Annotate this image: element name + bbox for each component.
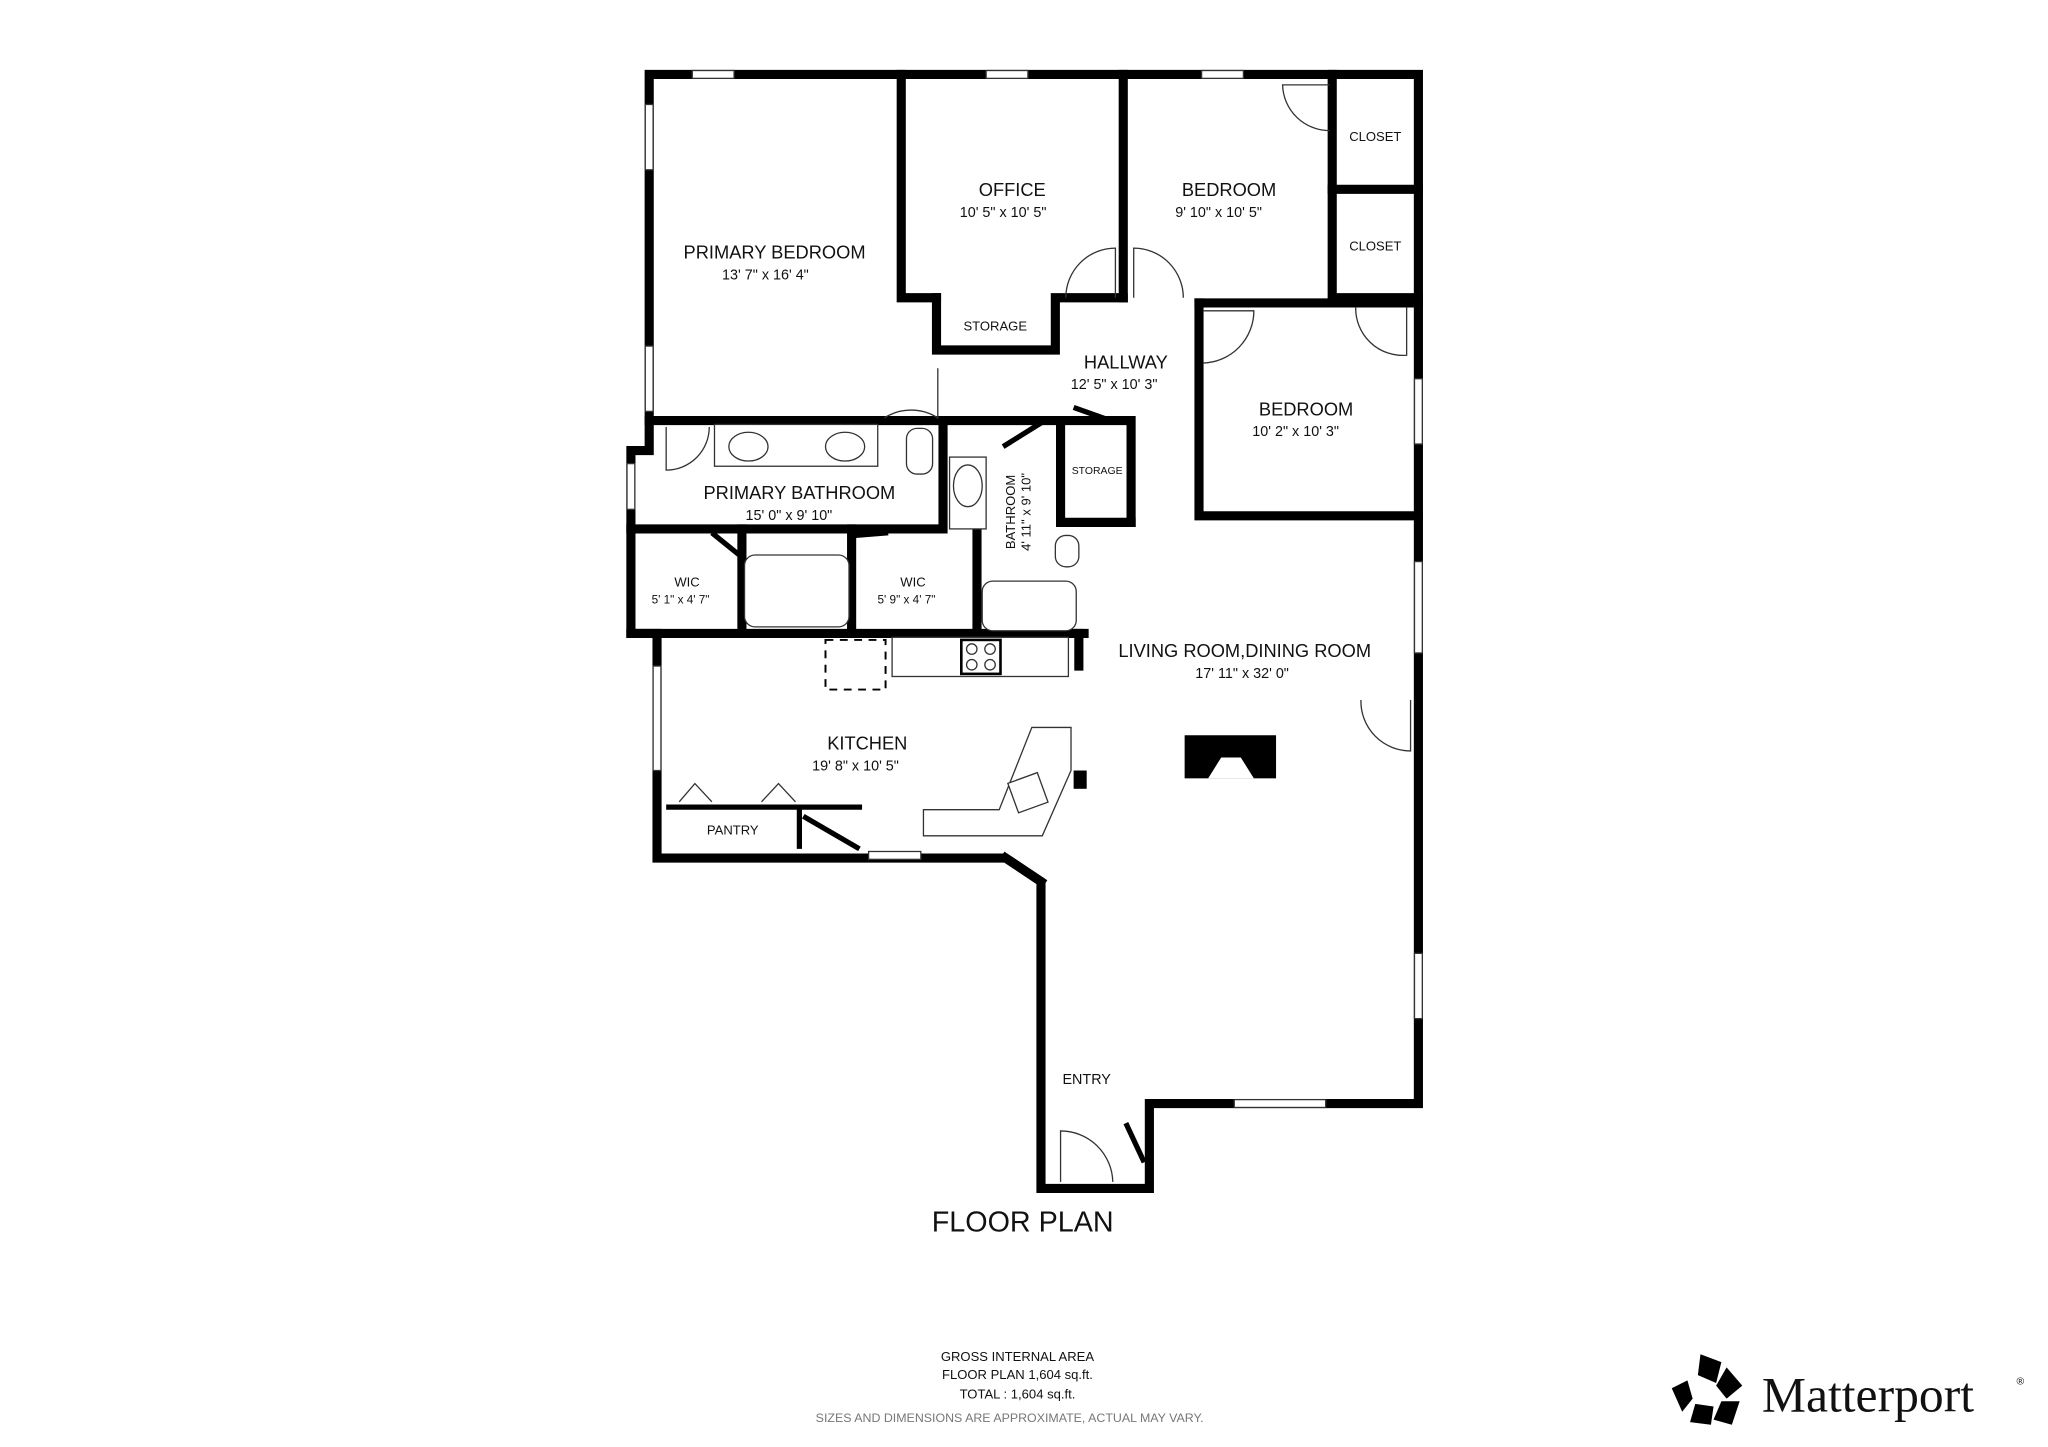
room-name: BATHROOM xyxy=(1003,475,1018,549)
room-dims: 10' 2" x 10' 3" xyxy=(1252,424,1339,440)
room-dims: 5' 1" x 4' 7" xyxy=(652,593,710,606)
matterport-mark-icon xyxy=(1671,1354,1743,1425)
svg-text:Matterport: Matterport xyxy=(1762,1368,1974,1423)
room-dims: 4' 11" x 9' 10" xyxy=(1019,473,1034,551)
room-dims: 17' 11" x 32' 0" xyxy=(1195,666,1289,682)
room-name: BEDROOM xyxy=(1259,398,1353,419)
room-dims: 9' 10" x 10' 5" xyxy=(1175,205,1262,221)
svg-text:®: ® xyxy=(2017,1376,2025,1387)
room-name: STORAGE xyxy=(963,318,1027,333)
room-name: PRIMARY BEDROOM xyxy=(684,242,866,263)
doors xyxy=(665,84,1412,1182)
room-dims: 10' 5" x 10' 5" xyxy=(960,205,1047,221)
room-dims: 15' 0" x 9' 10" xyxy=(746,508,833,524)
room-dims: 5' 9" x 4' 7" xyxy=(878,593,936,606)
room-name: WIC xyxy=(674,574,699,589)
room-name: CLOSET xyxy=(1349,239,1401,254)
fixtures xyxy=(713,423,1277,837)
room-labels: PRIMARY BEDROOM 13' 7" x 16' 4" OFFICE 1… xyxy=(652,129,1402,1088)
room-dims: 12' 5" x 10' 3" xyxy=(1071,377,1158,393)
windows xyxy=(626,69,1423,1109)
room-name: STORAGE xyxy=(1072,466,1123,477)
svg-text:GROSS INTERNAL AREA: GROSS INTERNAL AREA xyxy=(941,1349,1095,1364)
room-name: HALLWAY xyxy=(1084,351,1168,372)
svg-text:TOTAL : 1,604 sq.ft.: TOTAL : 1,604 sq.ft. xyxy=(960,1387,1076,1402)
room-name: WIC xyxy=(900,574,925,589)
room-name: KITCHEN xyxy=(827,733,907,754)
room-name: ENTRY xyxy=(1062,1072,1111,1088)
area-summary: GROSS INTERNAL AREA FLOOR PLAN 1,604 sq.… xyxy=(816,1349,1204,1425)
walls xyxy=(626,69,1423,1193)
room-name: PRIMARY BATHROOM xyxy=(703,482,895,503)
room-name: PANTRY xyxy=(707,823,759,838)
svg-text:SIZES AND DIMENSIONS ARE APPRO: SIZES AND DIMENSIONS ARE APPROXIMATE, AC… xyxy=(816,1411,1204,1425)
svg-text:FLOOR PLAN 1,604 sq.ft.: FLOOR PLAN 1,604 sq.ft. xyxy=(942,1367,1093,1382)
room-name: OFFICE xyxy=(979,179,1046,200)
matterport-logo: Matterport ® xyxy=(1671,1354,2025,1425)
room-name: BEDROOM xyxy=(1182,179,1276,200)
floor-plan-title: FLOOR PLAN xyxy=(932,1207,1114,1239)
room-name: CLOSET xyxy=(1349,129,1401,144)
room-name: LIVING ROOM,DINING ROOM xyxy=(1118,640,1371,661)
room-dims: 13' 7" x 16' 4" xyxy=(722,267,809,283)
room-dims: 19' 8" x 10' 5" xyxy=(812,759,899,775)
